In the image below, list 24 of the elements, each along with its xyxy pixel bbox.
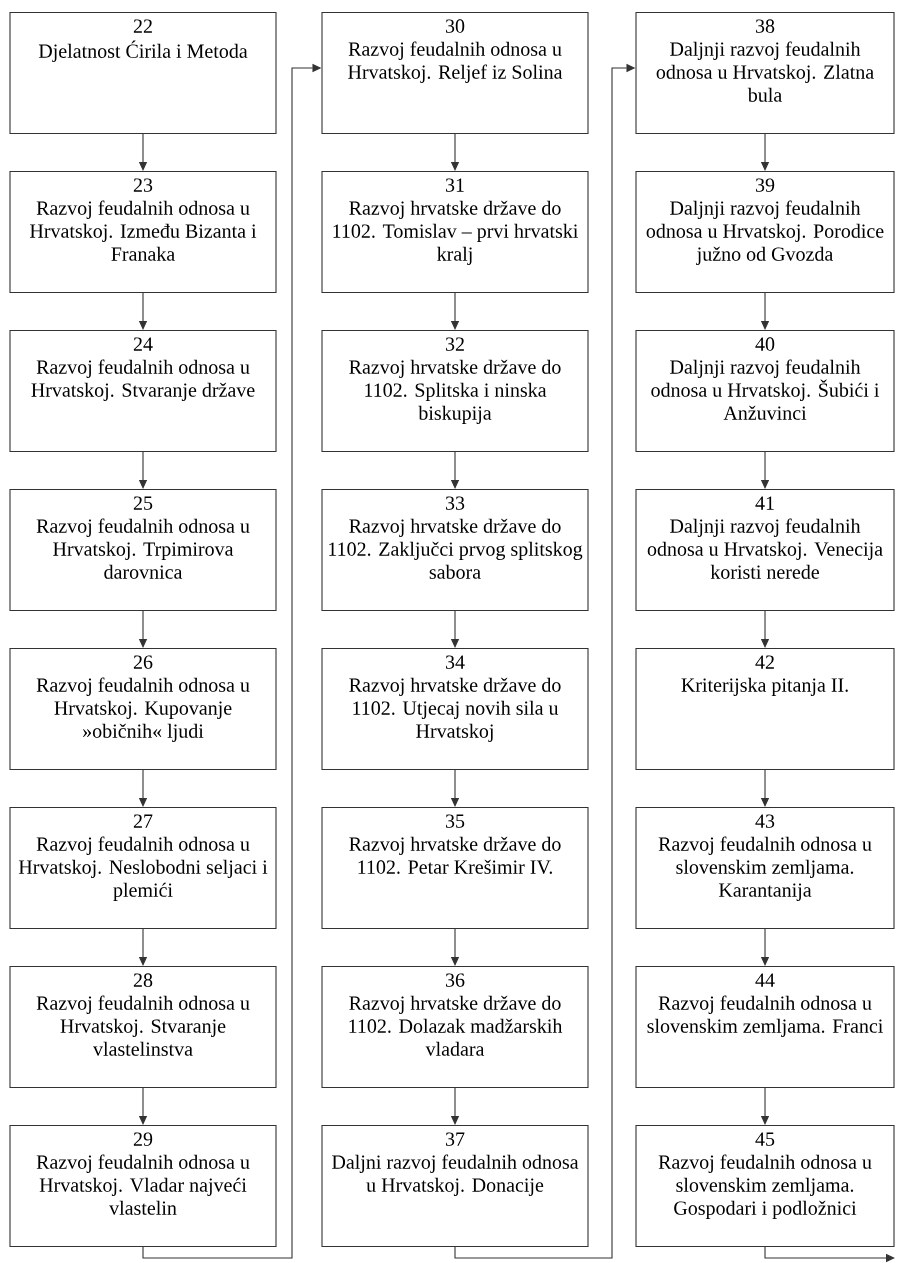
topic-box: 45 Razvoj feudalnih odnosa u slovenskim zemljama. Gospodari i podložnici (635, 1125, 895, 1248)
topic-box: 44 Razvoj feudalnih odnosa u slovenskim zemljama. Franci (635, 966, 895, 1089)
topic-box: 32 Razvoj hrvatske države do 1102. Splitska i ninska biskupija (321, 330, 589, 453)
topic-box: 34 Razvoj hrvatske države do 1102. Utjecaj novih sila u Hrvatskoj (321, 648, 589, 771)
topic-box: 25 Razvoj feudalnih odnosa u Hrvatskoj. Trpimirova darovnica (9, 489, 277, 612)
topic-box: 38 Daljnji razvoj feudalnih odnosa u Hrvatskoj. Zlatna bula (635, 12, 895, 135)
topic-box: 27 Razvoj feudalnih odnosa u Hrvatskoj. Neslobodni seljaci i plemići (9, 807, 277, 930)
topic-box: 30 Razvoj feudalnih odnosa u Hrvatskoj. Reljef iz Solina (321, 12, 589, 135)
topic-box: 22 Djelatnost Ćirila i Metoda (9, 12, 277, 135)
topic-box: 41 Daljnji razvoj feudalnih odnosa u Hrvatskoj. Venecija koristi nerede (635, 489, 895, 612)
topic-box: 37 Daljni razvoj feudalnih odnosa u Hrvatskoj. Donacije (321, 1125, 589, 1248)
topic-box: 26 Razvoj feudalnih odnosa u Hrvatskoj. Kupovanje »običnih« ljudi (9, 648, 277, 771)
topic-box: 35 Razvoj hrvatske države do 1102. Petar Krešimir IV. (321, 807, 589, 930)
topic-box: 40 Daljnji razvoj feudalnih odnosa u Hrvatskoj. Šubići i Anžuvinci (635, 330, 895, 453)
topic-box: 39 Daljnji razvoj feudalnih odnosa u Hrvatskoj. Porodice južno od Gvozda (635, 171, 895, 294)
topic-box: 29 Razvoj feudalnih odnosa u Hrvatskoj. Vladar najveći vlastelin (9, 1125, 277, 1248)
topic-box: 24 Razvoj feudalnih odnosa u Hrvatskoj. Stvaranje države (9, 330, 277, 453)
topic-box: 43 Razvoj feudalnih odnosa u slovenskim zemljama. Karantanija (635, 807, 895, 930)
topic-box: 36 Razvoj hrvatske države do 1102. Dolazak madžarskih vladara (321, 966, 589, 1089)
topic-box: 28 Razvoj feudalnih odnosa u Hrvatskoj. Stvaranje vlastelinstva (9, 966, 277, 1089)
topic-box: 31 Razvoj hrvatske države do 1102. Tomislav – prvi hrvatski kralj (321, 171, 589, 294)
topic-box: 23 Razvoj feudalnih odnosa u Hrvatskoj. Između Bizanta i Franaka (9, 171, 277, 294)
topic-box: 33 Razvoj hrvatske države do 1102. Zaključci prvog splitskog sabora (321, 489, 589, 612)
topic-box: 42 Kriterijska pitanja II. (635, 648, 895, 771)
